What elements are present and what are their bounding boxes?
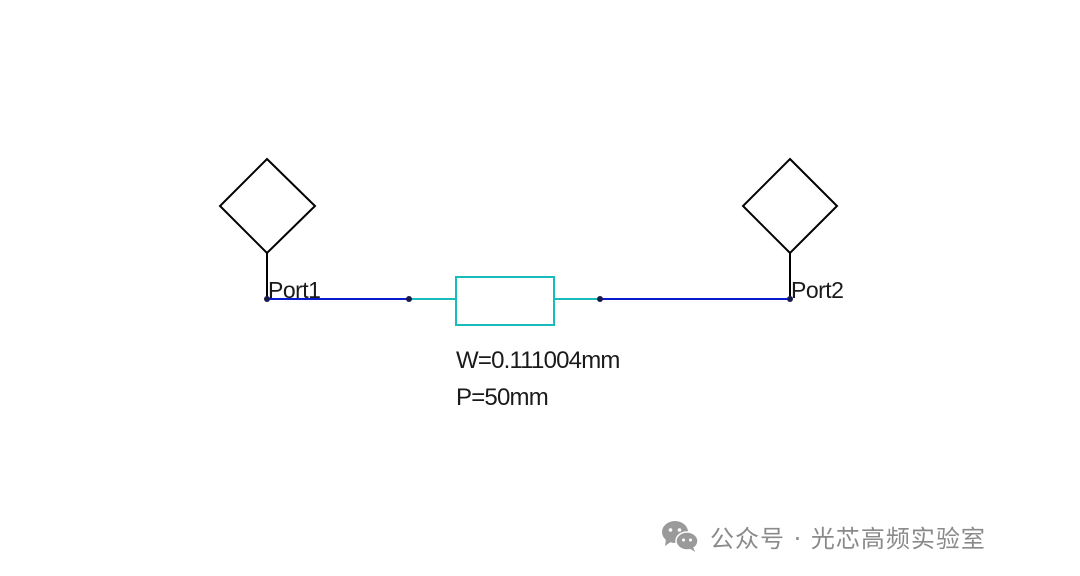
component-length-param: P=50mm	[456, 384, 548, 411]
node-port1[interactable]	[264, 296, 270, 302]
node-component-left[interactable]	[406, 296, 412, 302]
watermark: 公众号 · 光芯高频实验室	[660, 516, 986, 556]
watermark-text: 公众号 · 光芯高频实验室	[710, 524, 986, 553]
port2-symbol[interactable]	[741, 157, 839, 299]
transmission-line-component[interactable]	[455, 276, 555, 326]
port1-symbol[interactable]	[218, 157, 317, 299]
component-width-param: W=0.111004mm	[456, 347, 620, 374]
node-component-right[interactable]	[597, 296, 603, 302]
port2-diamond	[741, 157, 839, 255]
port2-label: Port2	[791, 277, 843, 303]
port1-label: Port1	[268, 277, 320, 303]
wechat-icon	[662, 521, 699, 552]
port1-diamond	[218, 157, 317, 255]
node-port2[interactable]	[787, 296, 793, 302]
